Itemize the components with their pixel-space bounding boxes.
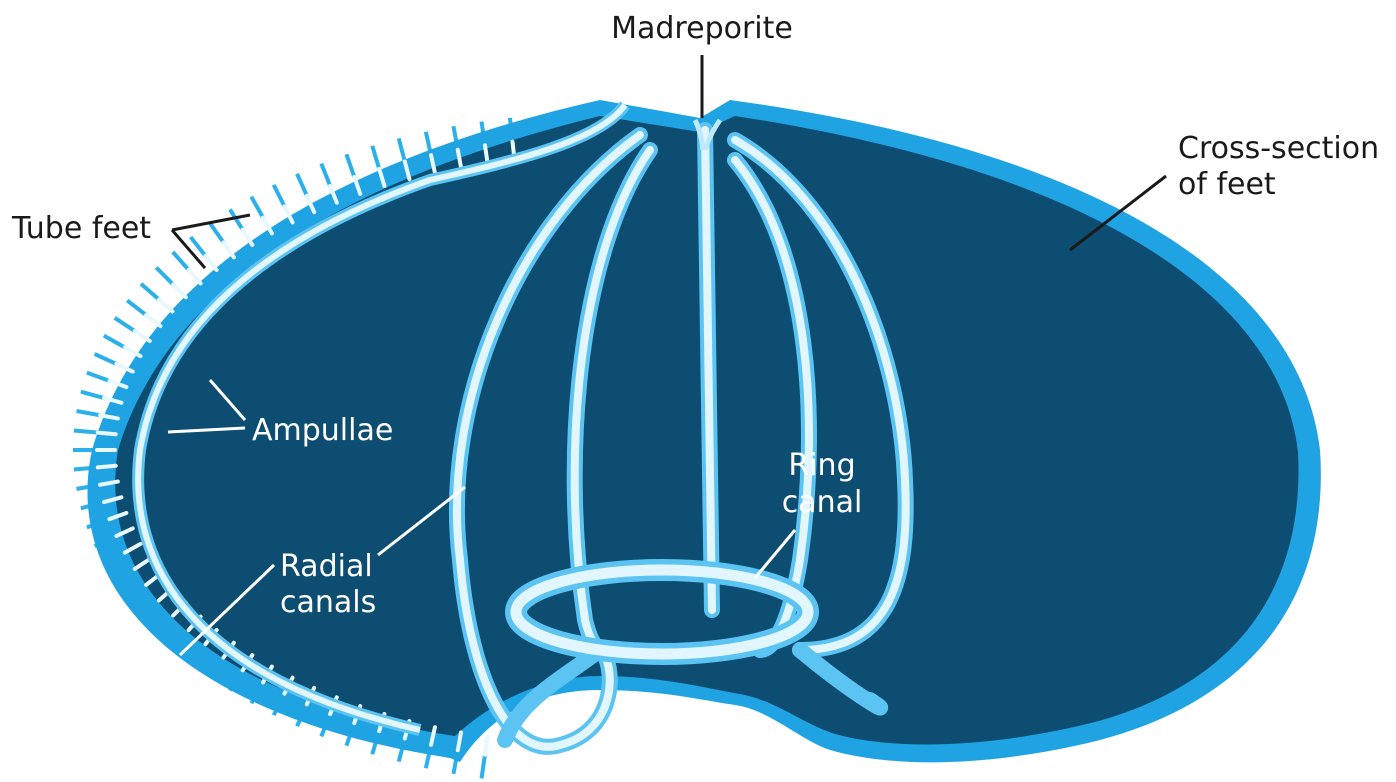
ampulla	[125, 347, 141, 356]
label-ring-canal-line2: canal	[782, 485, 863, 520]
ampulla	[224, 242, 234, 257]
label-ring-canal-line1: Ring	[788, 448, 855, 483]
label-radial-canals-line2: canals	[280, 585, 376, 620]
ampulla	[189, 270, 201, 283]
ampulla	[146, 315, 160, 326]
ampulla	[205, 256, 216, 270]
ampulla	[485, 737, 488, 755]
label-tube-feet: Tube feet	[11, 211, 151, 246]
label-cross-section-line2: of feet	[1178, 167, 1276, 202]
ampulla	[159, 300, 173, 312]
label-madreporite: Madreporite	[611, 11, 793, 46]
ampulla	[243, 230, 253, 245]
label-radial-canals-line1: Radial	[280, 549, 373, 584]
ampulla	[173, 284, 186, 297]
label-ampullae: Ampullae	[252, 413, 393, 448]
ampulla	[135, 331, 150, 341]
label-cross-section-line1: Cross-section	[1178, 131, 1379, 166]
ampulla	[98, 433, 116, 435]
ampulla	[98, 466, 116, 468]
